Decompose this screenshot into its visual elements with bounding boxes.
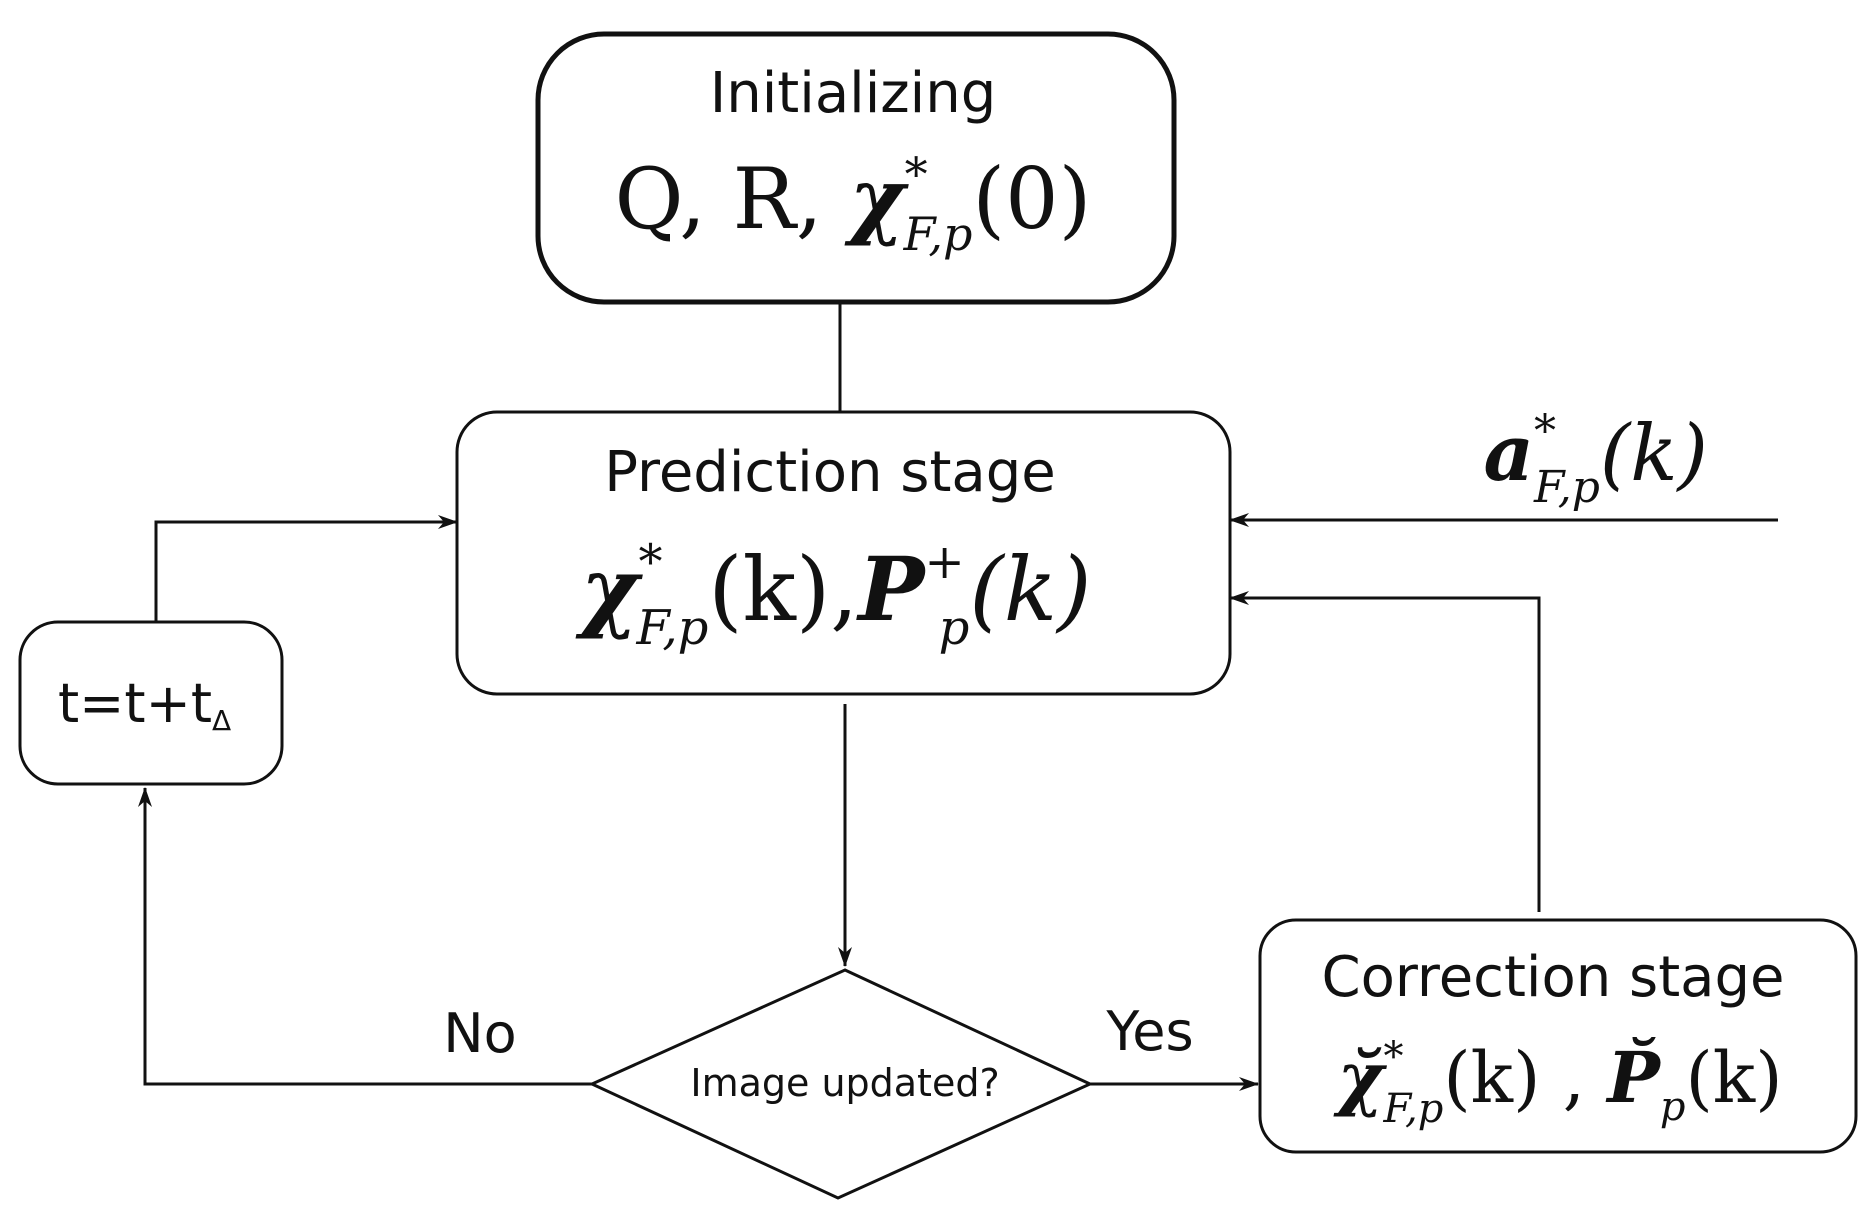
initializing-params: Q, R, χ*F,p(0) <box>615 147 1092 261</box>
correction-state: χ̆*F,p(k) , P̆p(k) <box>1332 1034 1782 1132</box>
prediction-box: Prediction stage χ*F,p(k),P+p(k) <box>455 410 1232 696</box>
prediction-title: Prediction stage <box>604 440 1055 505</box>
acceleration-input-label: a*F,p(k) <box>1483 406 1708 513</box>
yes-label: Yes <box>1105 1000 1193 1063</box>
initializing-box: Initializing Q, R, χ*F,p(0) <box>535 31 1177 305</box>
decision-diamond: Image updated? <box>588 968 1094 1200</box>
decision-label: Image updated? <box>690 1061 999 1105</box>
time-update-box: t=t+tΔ <box>18 620 284 786</box>
no-branch-arrow <box>138 787 592 1086</box>
no-label: No <box>443 1002 516 1065</box>
correction-box: Correction stage χ̆*F,p(k) , P̆p(k) <box>1258 918 1858 1154</box>
time-to-prediction-arrow <box>154 515 458 622</box>
initializing-title: Initializing <box>710 61 997 126</box>
correction-feedback-arrow <box>1229 591 1541 912</box>
time-update-formula: t=t+tΔ <box>58 672 231 737</box>
prediction-state: χ*F,p(k),P+p(k) <box>575 534 1092 656</box>
correction-title: Correction stage <box>1322 945 1785 1010</box>
